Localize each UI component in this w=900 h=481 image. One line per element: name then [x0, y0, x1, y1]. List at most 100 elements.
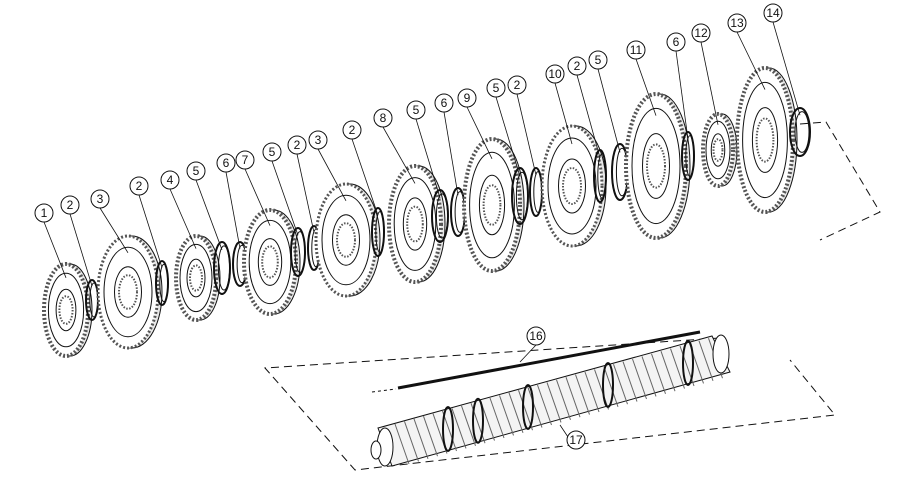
leader-line	[99, 207, 129, 254]
callout-part-1: 1	[34, 203, 54, 223]
leader-line	[43, 221, 67, 278]
gear	[42, 262, 93, 358]
callout-part-3: 3	[90, 189, 110, 209]
leader-line	[736, 31, 766, 90]
snap-ring	[511, 167, 529, 225]
callout-part-6: 6	[666, 32, 686, 52]
part-number: 10	[548, 67, 562, 81]
callout-part-5: 5	[186, 161, 206, 181]
part-number: 2	[349, 123, 356, 137]
callout-part-9: 9	[457, 88, 477, 108]
part-number: 5	[269, 145, 276, 159]
callout-part-16: 16	[526, 326, 546, 346]
callout-part-14: 14	[763, 3, 783, 23]
part-number: 9	[464, 91, 471, 105]
snap-ring	[290, 227, 306, 277]
gear	[540, 124, 607, 248]
callout-part-2: 2	[567, 56, 587, 76]
part-number: 4	[167, 173, 174, 187]
part-number: 14	[766, 6, 780, 20]
part-number: 6	[223, 156, 230, 170]
leader-line	[138, 194, 163, 268]
leader-line	[317, 148, 347, 201]
snap-ring	[371, 207, 385, 257]
callout-part-12: 12	[691, 23, 711, 43]
part-number: 5	[595, 53, 602, 67]
part-number: 6	[441, 96, 448, 110]
gears-group	[42, 66, 811, 358]
callout-part-7: 7	[235, 150, 255, 170]
upper-dashed-outline	[799, 121, 881, 241]
snap-ring	[213, 241, 231, 295]
snap-ring	[789, 107, 811, 157]
callout-part-8: 8	[373, 108, 393, 128]
callout-part-17: 17	[566, 430, 586, 450]
gear	[735, 66, 798, 214]
gear	[174, 234, 221, 322]
gear	[242, 208, 301, 316]
leader-line	[772, 21, 801, 116]
gear	[701, 112, 738, 188]
leader-line	[700, 41, 719, 125]
leader-line	[675, 50, 689, 140]
leader-line	[415, 118, 441, 198]
callout-part-5: 5	[486, 78, 506, 98]
callout-part-4: 4	[160, 170, 180, 190]
part-number: 2	[136, 179, 143, 193]
part-number: 7	[242, 153, 249, 167]
leader-line	[69, 213, 93, 287]
leader-line	[351, 138, 379, 216]
leader-line	[296, 153, 315, 233]
leader-line	[516, 93, 537, 176]
leader-line	[554, 82, 573, 145]
leader-line	[244, 168, 271, 226]
part-number: 2	[294, 138, 301, 152]
lower-dashed-outline	[263, 337, 836, 471]
shift-rod	[371, 330, 701, 393]
snap-ring	[593, 149, 607, 203]
snap-ring	[155, 260, 169, 306]
gear	[462, 137, 525, 273]
part-number: 2	[67, 198, 74, 212]
part-number: 3	[97, 192, 104, 206]
leader-line	[519, 344, 537, 363]
callout-part-6: 6	[434, 93, 454, 113]
snap-ring	[431, 189, 449, 243]
part-number: 5	[493, 81, 500, 95]
snap-ring	[529, 167, 543, 217]
part-number: 3	[315, 133, 322, 147]
callout-part-5: 5	[406, 100, 426, 120]
callout-part-2: 2	[60, 195, 80, 215]
part-number: 2	[574, 59, 581, 73]
leader-line	[443, 111, 459, 196]
callout-part-5: 5	[262, 142, 282, 162]
callout-part-11: 11	[626, 40, 646, 60]
part-number: 5	[193, 164, 200, 178]
callout-part-5: 5	[588, 50, 608, 70]
part-number: 2	[514, 78, 521, 92]
snap-ring	[681, 131, 695, 181]
leader-line	[495, 96, 521, 177]
leader-line	[225, 171, 241, 249]
part-number: 13	[730, 16, 744, 30]
callout-part-2: 2	[507, 75, 527, 95]
callout-part-10: 10	[545, 64, 565, 84]
shaft-group	[370, 330, 731, 467]
part-number: 8	[380, 111, 387, 125]
leader-line	[169, 188, 197, 249]
part-number: 16	[529, 329, 543, 343]
leader-line	[466, 106, 493, 159]
mainshaft	[370, 334, 731, 467]
leader-line	[576, 74, 601, 158]
leader-line	[382, 126, 416, 184]
part-number: 11	[630, 43, 643, 57]
gear	[96, 234, 163, 350]
part-number: 17	[569, 433, 583, 447]
callout-part-2: 2	[129, 176, 149, 196]
leader-line	[271, 160, 299, 236]
leader-line	[195, 179, 223, 250]
leader-line	[597, 68, 621, 153]
